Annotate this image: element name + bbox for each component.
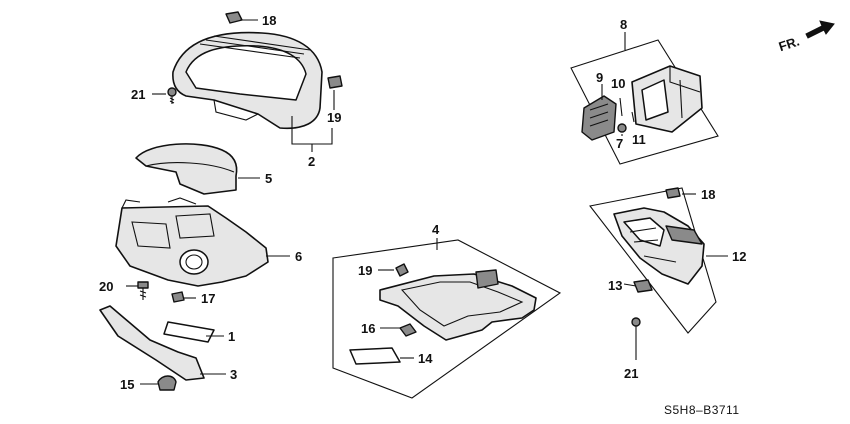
lower-column-cover xyxy=(115,197,269,287)
callout-10: 10 xyxy=(611,76,625,91)
trim-panel xyxy=(99,305,205,381)
callout-19-box4: 19 xyxy=(358,263,372,278)
meter-visor xyxy=(172,31,333,145)
callout-7: 7 xyxy=(616,136,623,151)
knee-bolster xyxy=(379,269,537,341)
callout-18-right: 18 xyxy=(701,187,715,202)
pocket-12 xyxy=(613,207,705,285)
clip-19-box4 xyxy=(395,263,409,277)
callout-6: 6 xyxy=(295,249,302,264)
upper-column-cover xyxy=(135,143,238,195)
clip-15 xyxy=(157,375,177,391)
callout-16: 16 xyxy=(361,321,375,336)
callout-11: 11 xyxy=(632,132,646,147)
callout-21-top: 21 xyxy=(131,87,145,102)
clip-13 xyxy=(633,279,653,293)
callout-19-top: 19 xyxy=(327,110,341,125)
callout-20: 20 xyxy=(99,279,113,294)
label-14 xyxy=(349,347,401,365)
clip-18-top xyxy=(225,11,243,24)
callout-21-right: 21 xyxy=(624,366,638,381)
screw-21-right xyxy=(631,317,641,336)
diagram-code: S5H8–B3711 xyxy=(664,403,740,417)
callout-4: 4 xyxy=(432,222,440,237)
callout-13: 13 xyxy=(608,278,622,293)
callout-2: 2 xyxy=(308,154,315,169)
callout-8: 8 xyxy=(620,17,627,32)
clip-19-top xyxy=(327,75,343,89)
callout-14: 14 xyxy=(418,351,433,366)
callout-15: 15 xyxy=(120,377,134,392)
front-direction-arrow xyxy=(805,20,835,39)
bolt-20 xyxy=(137,281,149,300)
callout-9: 9 xyxy=(596,70,603,85)
front-direction-label: FR. xyxy=(777,34,802,55)
clip-18-right xyxy=(665,187,681,199)
clip-16 xyxy=(399,323,417,337)
pad-1 xyxy=(163,321,215,343)
callout-18-top: 18 xyxy=(262,13,276,28)
leader-lines xyxy=(126,19,728,385)
vent-assembly xyxy=(581,65,703,141)
callout-12: 12 xyxy=(732,249,746,264)
callout-3: 3 xyxy=(230,367,237,382)
screw-21-top xyxy=(167,87,177,104)
clip-17 xyxy=(171,291,185,303)
callout-17: 17 xyxy=(201,291,215,306)
callout-5: 5 xyxy=(265,171,272,186)
callout-1: 1 xyxy=(228,329,235,344)
